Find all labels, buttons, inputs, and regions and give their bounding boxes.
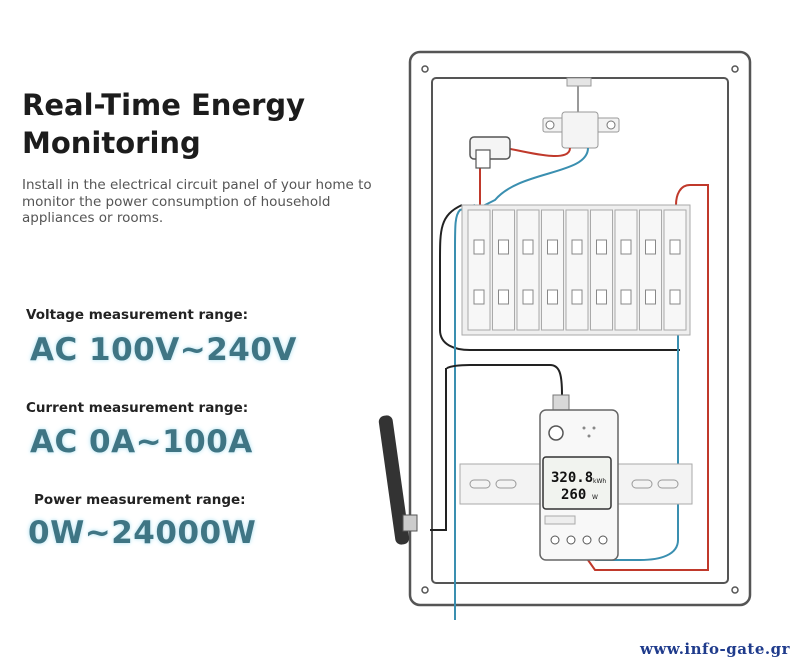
voltage-label: Voltage measurement range:	[26, 307, 249, 323]
headline-line-1: Real-Time Energy	[22, 88, 306, 122]
voltage-value: AC 100V~240V	[30, 332, 297, 368]
power-label: Power measurement range:	[34, 492, 246, 508]
circuit-breaker	[590, 209, 613, 331]
antenna-wire	[430, 368, 447, 531]
meter-terminal	[598, 535, 608, 545]
breaker-switch	[473, 239, 485, 255]
power-unit: W	[592, 494, 598, 501]
breaker-switch	[547, 239, 558, 255]
meter-display	[542, 456, 612, 510]
breaker-switch	[645, 289, 656, 305]
breaker-switch	[498, 289, 509, 305]
power-value-display: 260	[561, 487, 586, 503]
live-wire	[587, 184, 709, 571]
breakers	[467, 209, 687, 331]
neutral-wire	[454, 204, 476, 620]
live-wire	[675, 184, 691, 206]
breaker-switch	[596, 239, 607, 255]
meter-button	[548, 425, 564, 441]
panel-screw	[421, 586, 429, 594]
breaker-switch	[620, 239, 632, 255]
panel-screw	[731, 586, 739, 594]
circuit-breaker	[663, 209, 687, 331]
antenna	[378, 415, 410, 545]
breaker-switch	[620, 289, 632, 305]
meter-terminal	[582, 535, 592, 545]
circuit-breaker	[639, 209, 662, 331]
headline-line-2: Monitoring	[22, 126, 201, 160]
top-terminal	[566, 77, 592, 87]
control-wire	[439, 204, 680, 351]
current-value: AC 0A~100A	[30, 424, 253, 460]
circuit-breaker	[541, 209, 564, 331]
headline: Real-Time Energy Monitoring	[22, 86, 305, 162]
din-slot	[631, 479, 653, 489]
din-slot	[469, 479, 491, 489]
energy-unit: kWh	[593, 478, 606, 485]
description: Install in the electrical circuit panel …	[22, 177, 372, 226]
panel-screw	[731, 65, 739, 73]
meter-label-plate	[544, 515, 576, 525]
antenna-mount	[402, 514, 418, 532]
power-value: 0W~24000W	[28, 515, 257, 551]
terminal-screw	[545, 120, 555, 130]
circuit-breaker	[614, 209, 638, 331]
meter-connector	[552, 394, 570, 412]
breaker-switch	[547, 289, 558, 305]
breaker-switch	[498, 239, 509, 255]
circuit-breaker	[516, 209, 540, 331]
breaker-switch	[571, 239, 583, 255]
breaker-switch	[669, 239, 681, 255]
meter-terminal	[566, 535, 576, 545]
neutral-wire	[474, 147, 589, 211]
current-label: Current measurement range:	[26, 400, 249, 416]
breaker-switch	[473, 289, 485, 305]
meter-terminal	[550, 535, 560, 545]
breaker-switch	[645, 239, 656, 255]
breaker-switch	[522, 239, 534, 255]
terminal-screw	[606, 120, 616, 130]
breaker-switch	[571, 289, 583, 305]
terminal-center	[561, 111, 599, 149]
circuit-breaker	[467, 209, 491, 331]
circuit-breaker	[492, 209, 515, 331]
breaker-switch	[669, 289, 681, 305]
panel-screw	[421, 65, 429, 73]
neutral-wire	[595, 335, 679, 561]
din-slot	[657, 479, 679, 489]
watermark: www.info-gate.gr	[639, 640, 790, 658]
energy-value: 320.8	[551, 470, 593, 486]
breaker-switch	[522, 289, 534, 305]
din-slot	[495, 479, 517, 489]
circuit-breaker	[565, 209, 589, 331]
breaker-switch	[596, 289, 607, 305]
current-clamp-jaw	[475, 149, 491, 169]
